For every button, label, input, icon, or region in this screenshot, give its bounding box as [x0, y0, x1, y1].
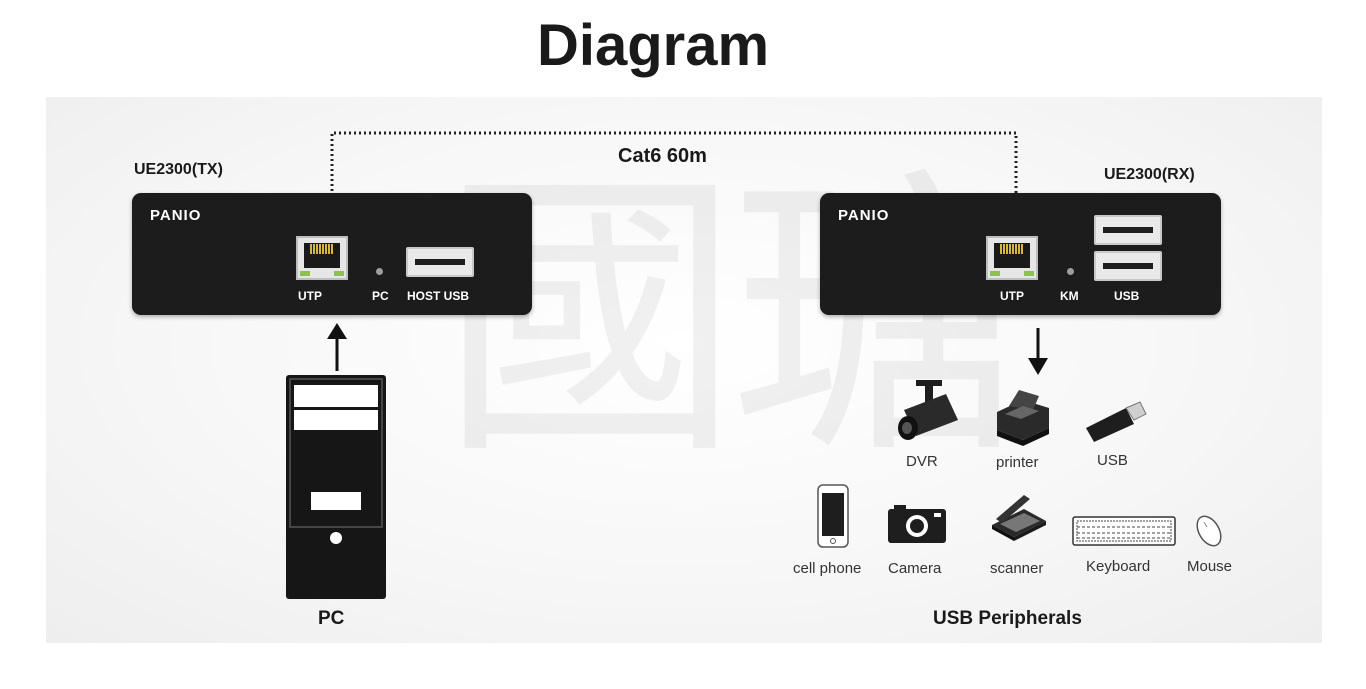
peripherals-title: USB Peripherals	[933, 608, 1082, 629]
arrow-up-icon	[327, 323, 347, 371]
keyboard-icon	[1072, 516, 1176, 546]
dvr-camera-icon	[898, 380, 958, 440]
diagram-panel	[46, 97, 1322, 643]
tx-utp-label: UTP	[298, 289, 322, 303]
mouse-icon	[1196, 515, 1222, 547]
camera-icon	[888, 505, 946, 543]
tx-device: PANIO UTP PC HOST USB	[132, 193, 532, 315]
page-title: Diagram	[536, 13, 770, 78]
rx-usb-label: USB	[1114, 289, 1140, 303]
tx-utp-port	[296, 236, 348, 280]
scanner-label: scanner	[990, 560, 1044, 577]
arrow-down-icon	[1028, 328, 1048, 375]
rx-usb-port-1	[1094, 215, 1162, 245]
pc-tower-icon	[286, 375, 386, 599]
tx-device-name: UE2300(TX)	[134, 161, 223, 178]
printer-label: printer	[996, 454, 1039, 471]
mouse-label: Mouse	[1187, 558, 1233, 575]
keyboard-label: Keyboard	[1086, 558, 1151, 575]
tx-brand-logo: PANIO	[150, 207, 202, 224]
dvr-label: DVR	[906, 453, 938, 470]
rx-brand-logo: PANIO	[838, 207, 890, 224]
cell-phone-icon	[817, 484, 849, 548]
rx-device: PANIO UTP KM USB	[820, 193, 1221, 315]
cell-phone-label: cell phone	[793, 560, 862, 577]
rx-utp-port	[986, 236, 1038, 280]
tx-pc-label: PC	[372, 289, 389, 303]
usb-stick-icon	[1086, 401, 1147, 442]
printer-icon	[997, 390, 1049, 446]
usb-label: USB	[1097, 452, 1128, 469]
tx-host-usb-label: HOST USB	[407, 289, 470, 303]
camera-label: Camera	[888, 560, 942, 577]
pc-label: PC	[318, 608, 345, 629]
rx-km-label: KM	[1060, 289, 1079, 303]
tx-pc-led	[376, 268, 383, 275]
rx-utp-label: UTP	[1000, 289, 1024, 303]
cable-label: Cat6 60m	[618, 145, 707, 167]
tx-host-usb-port	[406, 247, 474, 277]
rx-km-led	[1067, 268, 1074, 275]
scanner-icon	[992, 495, 1046, 541]
rx-usb-port-2	[1094, 251, 1162, 281]
rx-device-name: UE2300(RX)	[1104, 166, 1195, 183]
